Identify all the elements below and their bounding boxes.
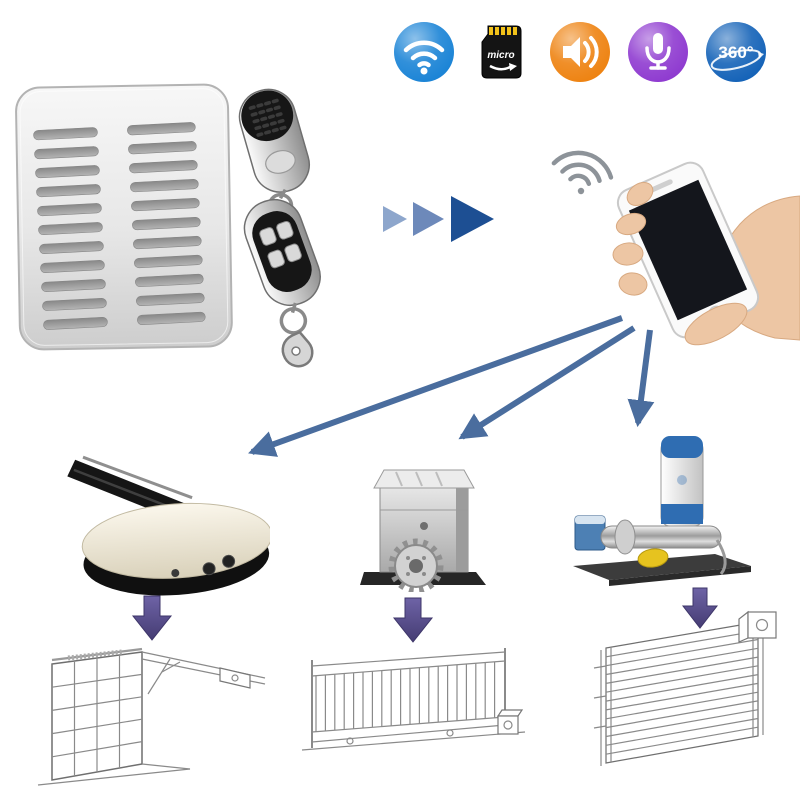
speaker-glyph	[563, 37, 580, 67]
speaker-icon	[548, 20, 612, 84]
chevron-arrow-1	[383, 206, 407, 232]
pull-chain	[715, 539, 727, 575]
wifi-waves-icon	[551, 150, 614, 195]
roller-shutter-motor	[573, 436, 751, 586]
mic-glyph	[653, 33, 663, 54]
gate-top-rail	[311, 651, 506, 667]
phone-screen	[628, 179, 748, 321]
microsd-card-icon: micro	[470, 20, 534, 84]
hand-thumb	[684, 302, 748, 346]
opener-unit-sketch	[219, 667, 251, 689]
wifi-glyph	[403, 40, 445, 68]
sliding-gate	[301, 648, 526, 751]
keyring-clasp	[281, 330, 314, 368]
motor-stand-base	[573, 554, 751, 580]
feature-icon-row: micro	[392, 20, 768, 84]
opener-light	[202, 562, 216, 576]
grille-curtain	[605, 621, 759, 764]
floor-line	[37, 768, 191, 786]
yellow-coupler	[637, 548, 669, 568]
sliding-gate-motor	[360, 469, 486, 592]
sd-card-label: micro	[487, 50, 514, 61]
wifi-icon	[392, 20, 456, 84]
360-rotation-icon: 360°	[704, 20, 768, 84]
motor-cap	[661, 436, 703, 458]
garage-door-opener-head	[67, 455, 270, 596]
tubular-motor	[660, 436, 704, 527]
drive-gear	[388, 538, 444, 592]
roller-shutter-grille	[593, 610, 777, 766]
opener-button	[222, 554, 236, 568]
tube-flange	[614, 519, 636, 555]
360-label: 360°	[718, 43, 753, 62]
microphone-icon	[626, 20, 690, 84]
door-arm	[147, 658, 171, 695]
motor-lid	[373, 469, 475, 489]
chevron-arrow-3	[451, 196, 494, 242]
ground-line	[301, 731, 526, 751]
keyring	[279, 307, 308, 335]
release-keyhole	[420, 522, 428, 530]
hand-fingers	[612, 182, 748, 346]
keyfob-button	[265, 149, 296, 174]
gate-motor-sketch	[497, 715, 519, 735]
roller-motor-sketch	[747, 611, 777, 639]
remote-keyfob-2	[243, 198, 321, 368]
chevron-arrow-2	[413, 202, 444, 236]
receiver-vent-slots	[33, 122, 206, 330]
sectional-garage-door	[37, 647, 266, 786]
keyfob-buttons	[259, 220, 302, 269]
keyfob-speaker-dots	[248, 97, 291, 137]
torsion-spring	[67, 649, 123, 661]
smartphone-in-hand	[612, 161, 800, 346]
rf-receiver-unit	[15, 83, 233, 351]
sd-card-pins	[489, 27, 517, 35]
